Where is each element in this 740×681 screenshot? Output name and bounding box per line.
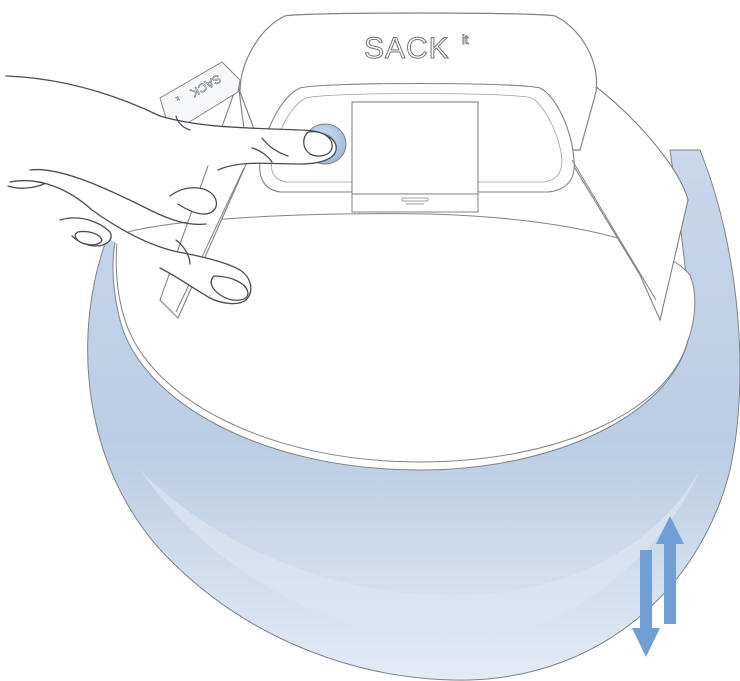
latch-box-lower [352, 194, 478, 212]
latch-box [352, 102, 478, 194]
brand-logo-suffix: it [462, 32, 469, 47]
latch-slot [402, 198, 428, 201]
brand-logo: SACK [364, 32, 450, 65]
hand-ring-finger [170, 188, 216, 214]
